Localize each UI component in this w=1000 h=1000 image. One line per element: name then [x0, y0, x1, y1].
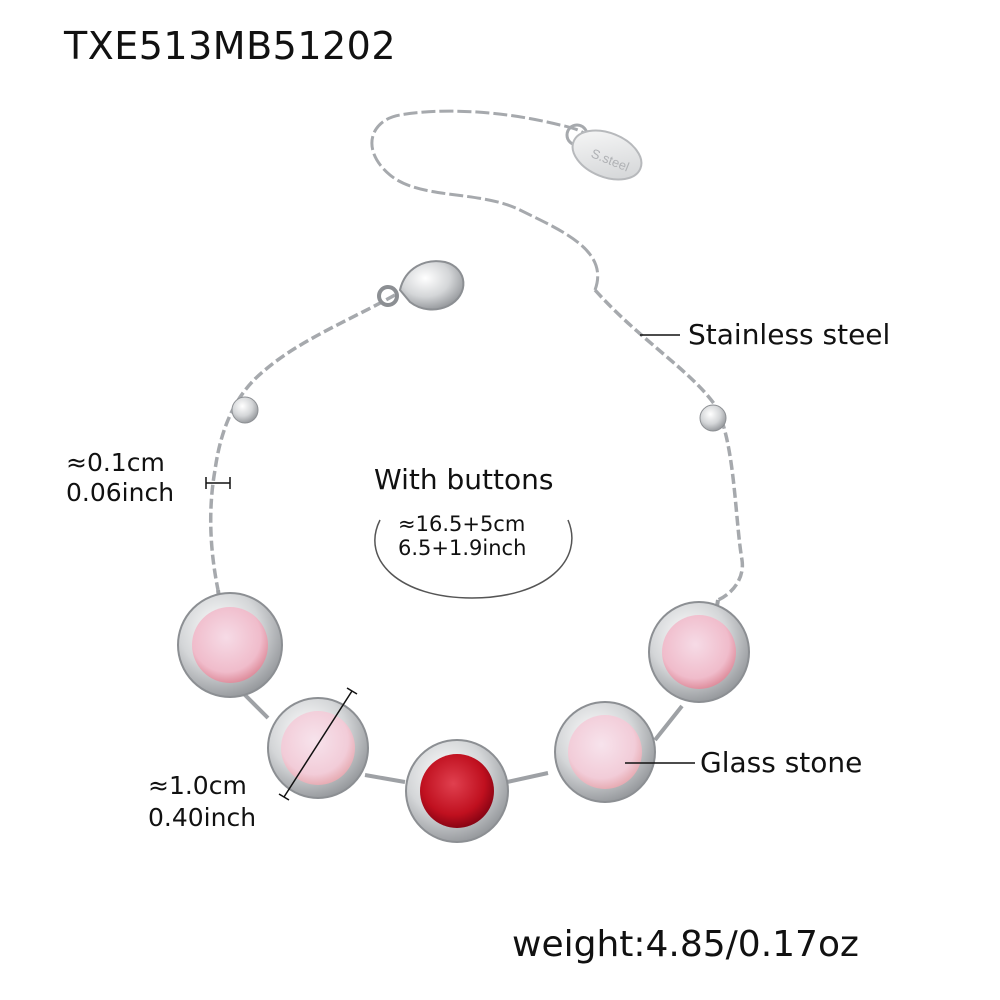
length-dimension: ≈16.5+5cm 6.5+1.9inch: [398, 512, 526, 560]
material-label: Stainless steel: [688, 318, 891, 351]
length-arc: [374, 519, 573, 599]
stone-left-lower: [267, 697, 369, 799]
chain-width-dimension: ≈0.1cm 0.06inch: [66, 448, 174, 508]
stone-diameter-cm: ≈1.0cm: [148, 771, 247, 800]
steel-tag: S.steel: [565, 123, 643, 181]
stone-left-upper: [177, 592, 283, 698]
stone-label: Glass stone: [700, 746, 863, 779]
product-sku-title: TXE513MB51202: [64, 24, 397, 68]
stone-diameter-dimension: ≈1.0cm 0.40inch: [148, 770, 256, 834]
bead-right: [699, 404, 727, 432]
stone-right-lower: [554, 701, 656, 803]
stone-diameter-inch: 0.40inch: [148, 803, 257, 832]
chain-width-marker: [205, 477, 231, 489]
length-title: With buttons: [374, 463, 554, 496]
chain-width-inch: 0.06inch: [66, 478, 175, 507]
chain-left: [208, 293, 396, 591]
stone-right-upper: [648, 601, 750, 703]
stone-diameter-marker: [278, 687, 358, 801]
extender-chain: [370, 109, 599, 291]
chain-width-cm: ≈0.1cm: [66, 448, 165, 477]
lobster-clasp: [377, 260, 465, 311]
length-cm: ≈16.5+5cm: [398, 512, 526, 536]
stone-center: [405, 739, 509, 843]
length-inch: 6.5+1.9inch: [398, 536, 527, 560]
bead-left: [231, 396, 259, 424]
weight-label: weight:4.85/0.17oz: [512, 924, 859, 965]
chain-right: [593, 288, 745, 602]
